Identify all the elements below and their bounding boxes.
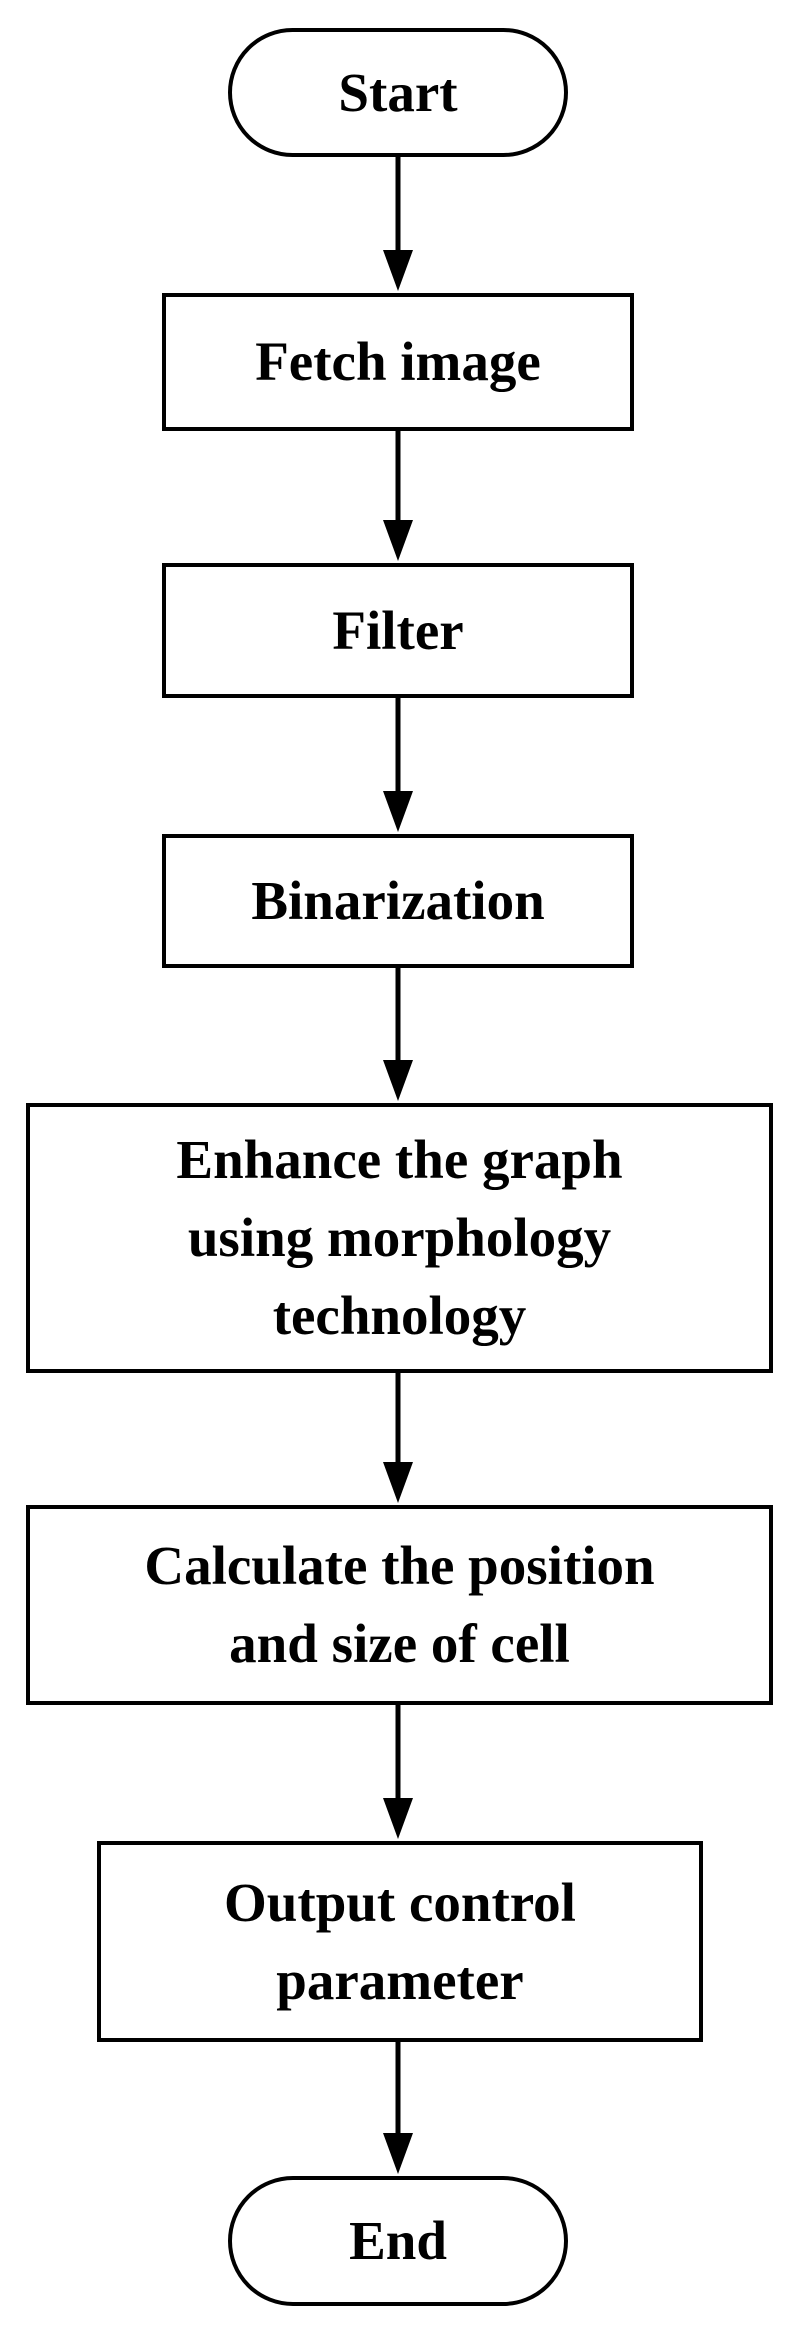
arrowhead-start-to-fetch [383,250,413,291]
step-label: Fetch image [255,331,541,392]
step-label-line-2: using morphology [187,1207,612,1268]
step-label-line-1: Calculate the position [144,1535,655,1596]
step-enhance-graph: Enhance the graph using morphology techn… [26,1103,773,1373]
arrowhead-fetch-to-filter [383,520,413,561]
step-label-line-2: and size of cell [229,1613,570,1674]
end-terminal: End [228,2176,568,2306]
step-label-line-3: technology [272,1285,527,1346]
step-label-line-1: Enhance the graph [176,1129,623,1190]
step-binarization: Binarization [162,834,634,968]
arrowhead-binarization-to-enhance [383,1060,413,1101]
step-calculate-position: Calculate the position and size of cell [26,1505,773,1705]
start-label: Start [338,61,458,123]
arrowhead-calculate-to-output [383,1798,413,1839]
arrowhead-filter-to-binarization [383,791,413,832]
step-filter: Filter [162,563,634,698]
step-fetch-image: Fetch image [162,293,634,431]
arrowhead-output-to-end [383,2133,413,2174]
end-label: End [349,2210,447,2271]
step-label: Filter [332,599,464,661]
step-label: Binarization [251,870,545,931]
step-label-line-1: Output control [224,1871,576,1933]
start-terminal: Start [228,28,568,157]
step-output-parameter: Output control parameter [97,1841,703,2042]
arrowhead-enhance-to-calculate [383,1462,413,1503]
step-label-line-2: parameter [276,1949,524,2011]
